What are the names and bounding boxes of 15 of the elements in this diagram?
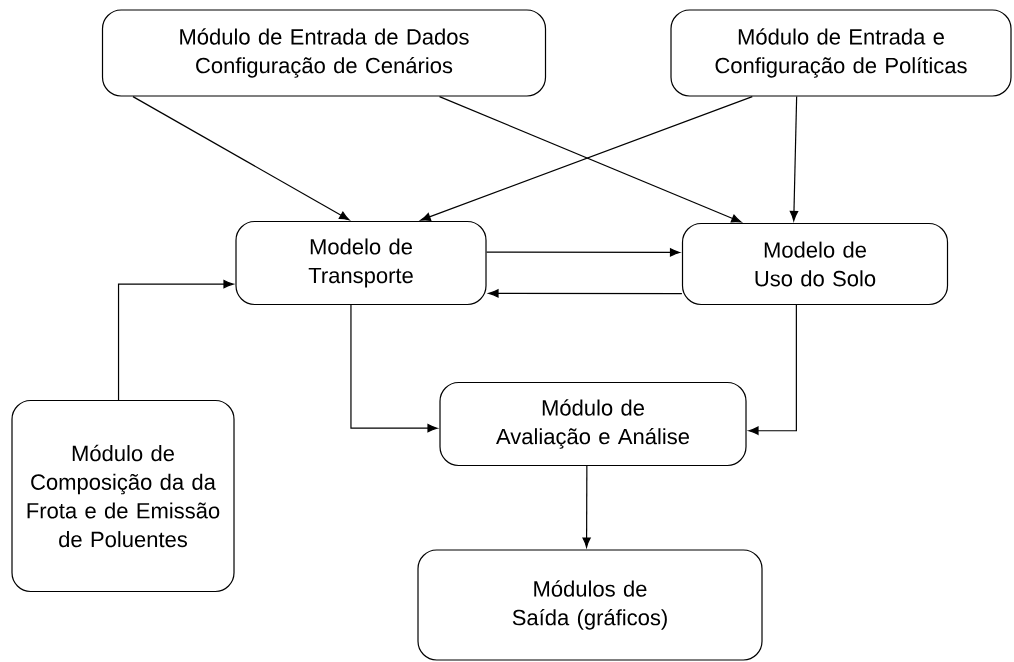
arrow (789, 96, 799, 222)
arrow (488, 289, 683, 298)
module-box: Módulo de Composição da da Frota e de Emissão de Poluentes (11, 399, 235, 593)
arrow (117, 279, 234, 401)
arrow (132, 96, 350, 221)
module-box: Módulo de Avaliação e Análise (439, 381, 747, 467)
module-box: Módulo de Entrada e Configuração de Políticas (670, 9, 1012, 97)
module-box: Modelo de Uso do Solo (681, 222, 949, 306)
module-box: Módulos de Saída (gráficos) (417, 549, 763, 661)
module-box: Módulo de Entrada de Dados Configuração de Cenários (101, 9, 547, 97)
arrow (486, 248, 681, 257)
arrow (582, 465, 591, 548)
module-box: Modelo de Transporte (235, 220, 487, 306)
arrow (350, 304, 438, 433)
arrow (748, 304, 797, 435)
